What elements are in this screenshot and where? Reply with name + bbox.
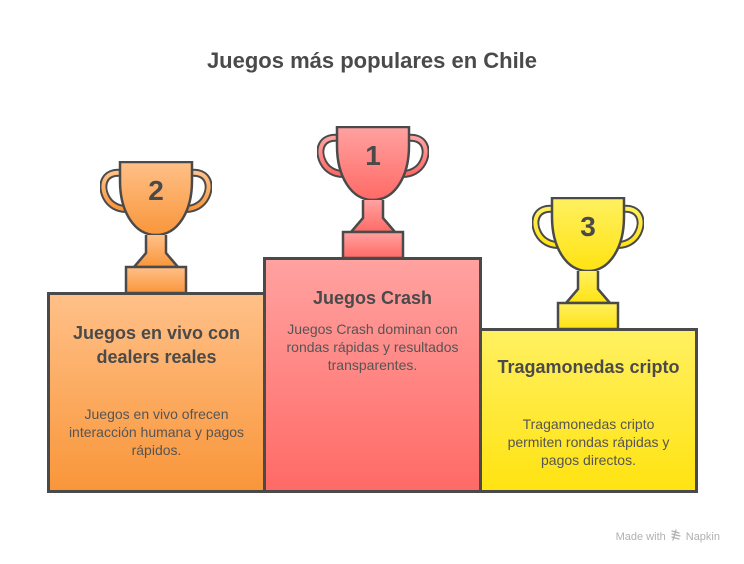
- trophy-rank-2: 2: [100, 161, 212, 295]
- rank-number: 1: [365, 140, 381, 171]
- trophy-rank-3: 3: [532, 197, 644, 331]
- napkin-logo-icon: [670, 529, 682, 544]
- trophy-rank-1: 1: [317, 126, 429, 260]
- podium-description: Tragamonedas cripto permiten rondas rápi…: [507, 416, 670, 468]
- trophy-icon: [100, 161, 212, 295]
- watermark-brand: Napkin: [685, 530, 720, 543]
- podium-description: Juegos en vivo ofrecen interacción human…: [68, 406, 245, 458]
- podium-heading: Tragamonedas cripto: [497, 357, 680, 377]
- page-title: Juegos más populares en Chile: [206, 48, 538, 73]
- rank-number: 3: [580, 211, 596, 242]
- trophy-icon: [317, 126, 429, 260]
- rank-number: 2: [148, 175, 164, 206]
- podium-rank-3: Tragamonedas cripto Tragamonedas cripto …: [479, 328, 698, 493]
- watermark-prefix: Made with: [615, 530, 666, 543]
- podium-heading: Juegos Crash: [312, 288, 433, 308]
- podium-rank-2: Juegos en vivo con dealers reales Juegos…: [47, 292, 266, 493]
- podium-description: Juegos Crash dominan con rondas rápidas …: [286, 321, 459, 373]
- watermark: Made with Napkin: [616, 529, 720, 544]
- podium-heading: Juegos en vivo con dealers reales: [72, 323, 241, 367]
- podium-rank-1: Juegos Crash Juegos Crash dominan con ro…: [263, 257, 482, 493]
